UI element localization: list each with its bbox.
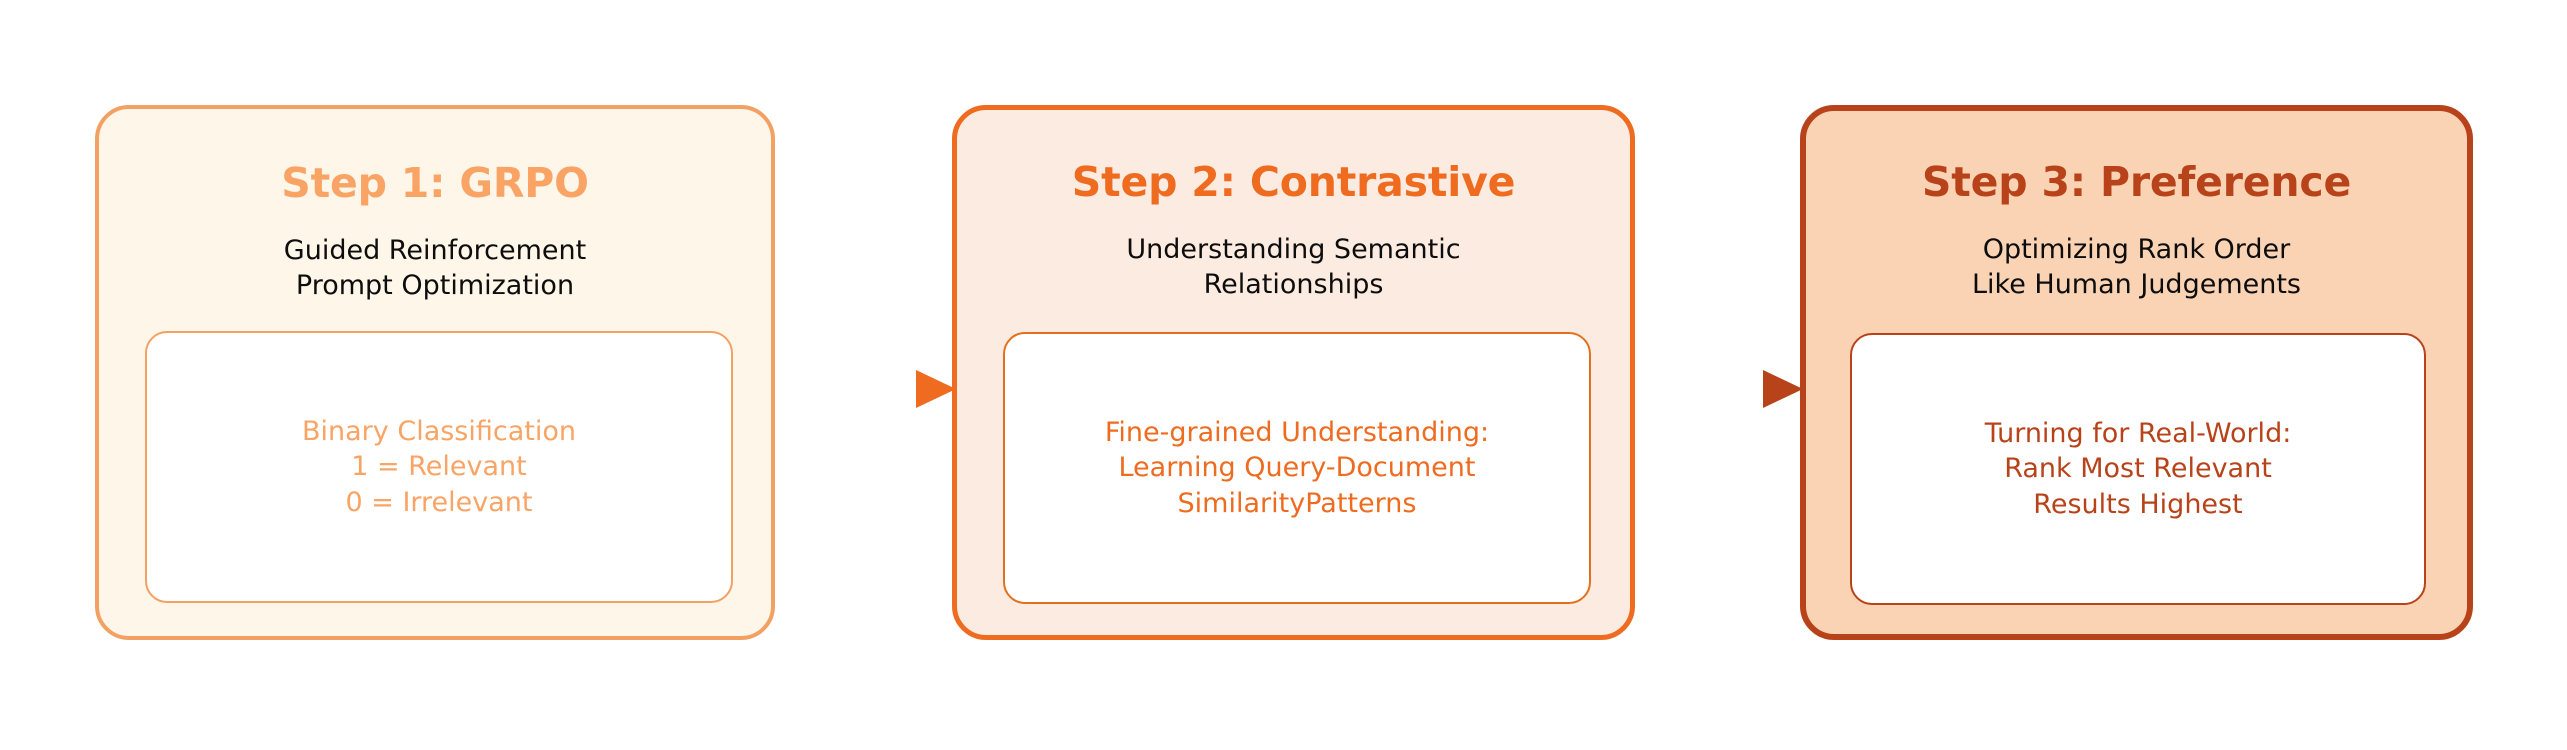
step-3-detail-text: Turning for Real-World: Rank Most Releva…: [1984, 417, 2292, 520]
step-card-3[interactable]: Step 3: Preference Optimizing Rank Order…: [1800, 105, 2473, 640]
step-1-detail-box[interactable]: Binary Classification 1 = Relevant 0 = I…: [145, 331, 733, 603]
arrow-right-icon: [771, 370, 956, 408]
step-card-1[interactable]: Step 1: GRPO Guided Reinforcement Prompt…: [95, 105, 775, 640]
step-1-title: Step 1: GRPO: [281, 159, 589, 207]
step-2-detail-text: Fine-grained Understanding: Learning Que…: [1104, 416, 1490, 519]
step-1-detail-text: Binary Classification 1 = Relevant 0 = I…: [302, 415, 576, 518]
step-3-subtitle: Optimizing Rank Order Like Human Judgeme…: [1971, 234, 2301, 300]
step-card-2[interactable]: Step 2: Contrastive Understanding Semant…: [952, 105, 1635, 640]
step-2-title: Step 2: Contrastive: [1071, 158, 1516, 206]
arrow-right-icon: [1630, 370, 1803, 408]
step-1-subtitle: Guided Reinforcement Prompt Optimization: [283, 235, 587, 301]
step-3-title: Step 3: Preference: [1921, 158, 2352, 206]
step-2-subtitle: Understanding Semantic Relationships: [1126, 234, 1461, 300]
step-3-detail-box[interactable]: Turning for Real-World: Rank Most Releva…: [1850, 333, 2426, 605]
connector-arrow-2: [1630, 360, 1808, 420]
step-2-detail-box[interactable]: Fine-grained Understanding: Learning Que…: [1003, 332, 1591, 604]
connector-arrow-1: [771, 360, 961, 420]
